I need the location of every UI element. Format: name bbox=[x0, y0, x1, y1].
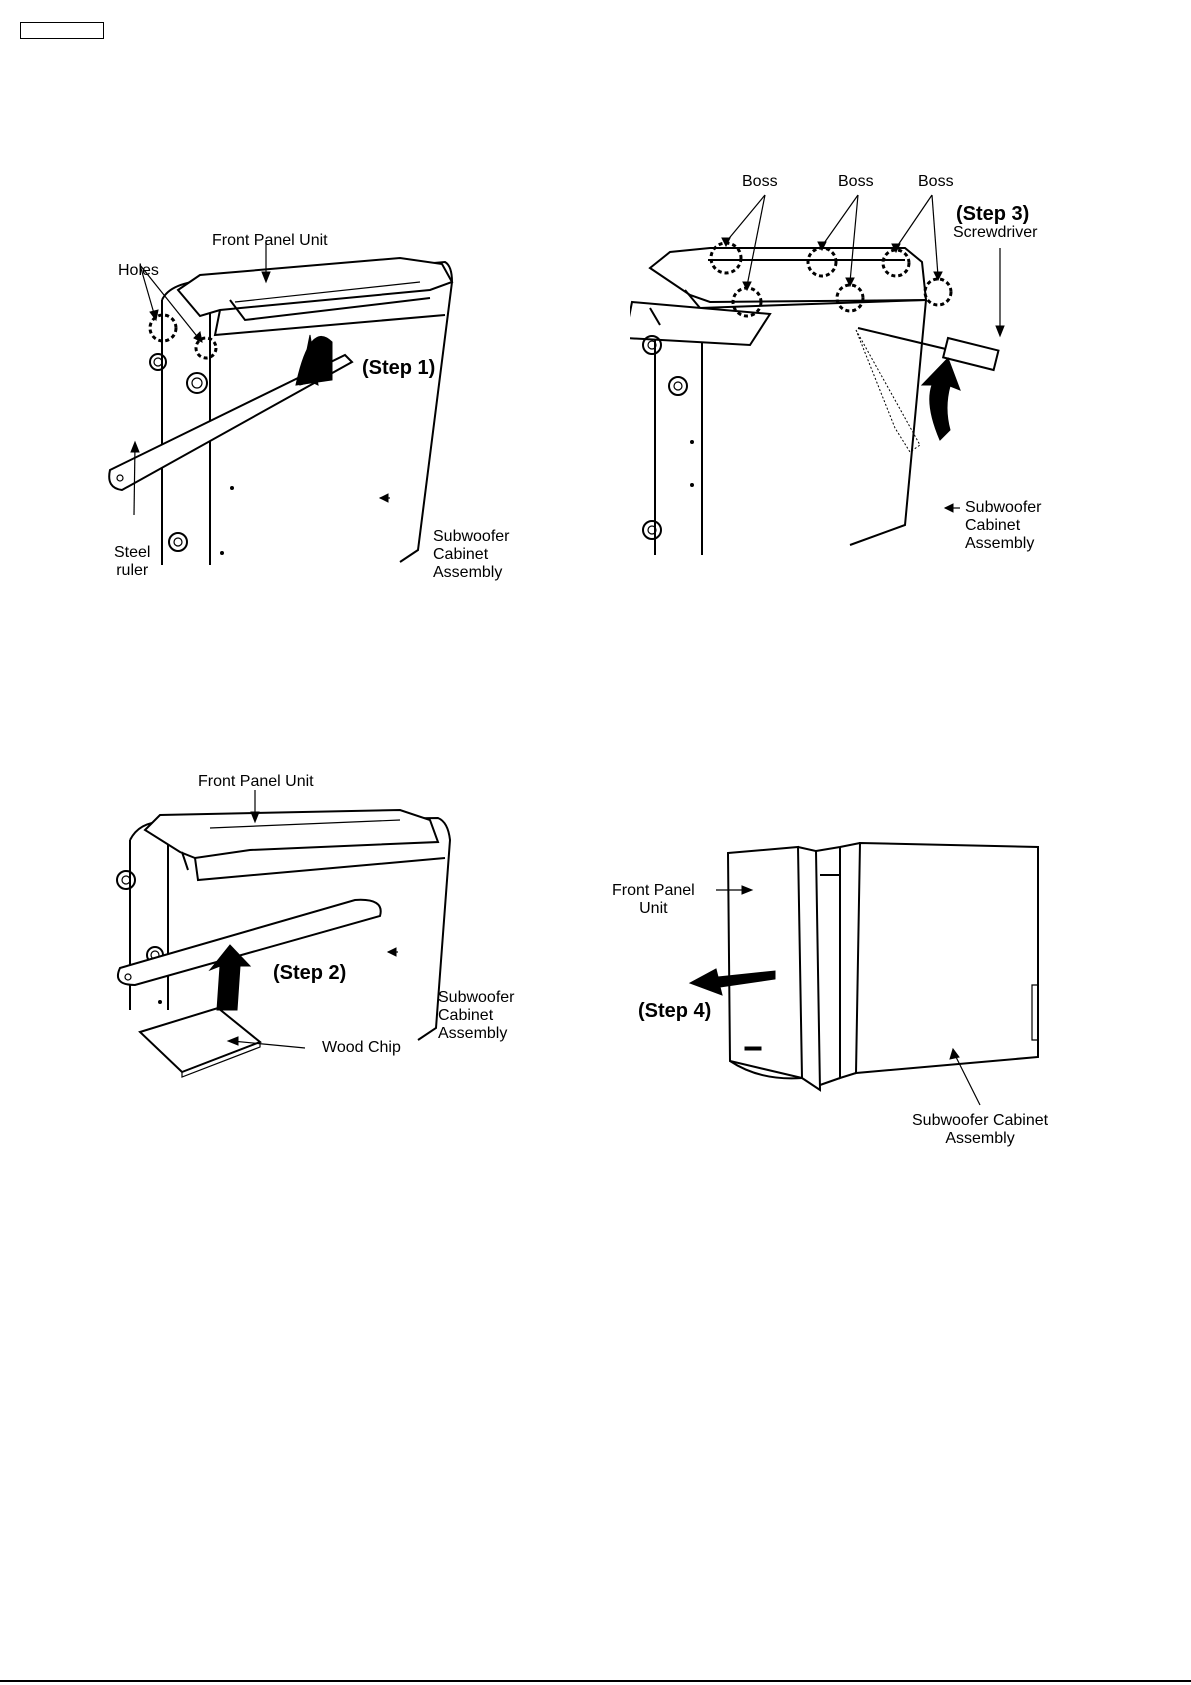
label-step-4: (Step 4) bbox=[638, 1000, 711, 1022]
label-step-2: (Step 2) bbox=[273, 962, 346, 984]
figure-step-1: Front Panel Unit Holes (Step 1) Steel ru… bbox=[100, 220, 550, 590]
label-screwdriver: Screwdriver bbox=[953, 224, 1037, 242]
bottom-rule bbox=[0, 1680, 1191, 1682]
label-subwoofer-cabinet: Subwoofer Cabinet Assembly bbox=[433, 528, 510, 582]
page-header-box bbox=[20, 22, 104, 39]
label-boss-2: Boss bbox=[838, 173, 874, 191]
label-front-panel-unit: Front Panel Unit bbox=[612, 882, 695, 918]
label-step-1: (Step 1) bbox=[362, 357, 435, 379]
label-subwoofer-cabinet: Subwoofer Cabinet Assembly bbox=[912, 1112, 1048, 1148]
figure-step-4: Front Panel Unit (Step 4) Subwoofer Cabi… bbox=[620, 835, 1080, 1155]
label-front-panel-unit: Front Panel Unit bbox=[198, 773, 314, 791]
up-arrow-icon bbox=[296, 335, 332, 385]
label-wood-chip: Wood Chip bbox=[322, 1039, 401, 1057]
curved-arrow-icon bbox=[922, 358, 960, 440]
label-boss-3: Boss bbox=[918, 173, 954, 191]
label-step-3: (Step 3) bbox=[956, 203, 1029, 225]
label-front-panel-unit: Front Panel Unit bbox=[212, 232, 328, 250]
figure-step-2: Front Panel Unit (Step 2) Wood Chip Subw… bbox=[100, 770, 550, 1090]
label-steel-ruler: Steel ruler bbox=[114, 544, 150, 580]
label-subwoofer-cabinet: Subwoofer Cabinet Assembly bbox=[965, 499, 1042, 553]
figure-step-3: Boss Boss Boss (Step 3) Screwdriver Subw… bbox=[630, 180, 1090, 580]
label-subwoofer-cabinet: Subwoofer Cabinet Assembly bbox=[438, 989, 515, 1043]
label-boss-1: Boss bbox=[742, 173, 778, 191]
label-holes: Holes bbox=[118, 262, 159, 280]
